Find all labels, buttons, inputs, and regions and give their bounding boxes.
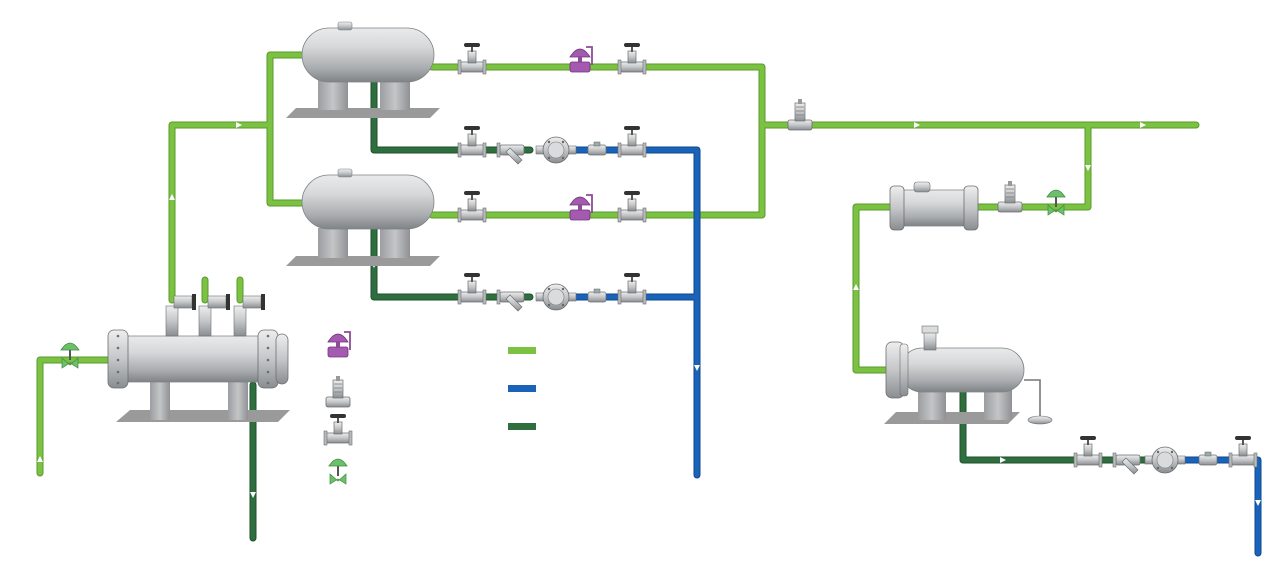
legend-safety-valve-icon xyxy=(325,375,351,408)
upper-vessel xyxy=(286,21,440,118)
globe-valve-icon[interactable] xyxy=(617,190,647,223)
steam-trap-icon xyxy=(535,283,577,311)
pressure-reducing-valve-icon[interactable] xyxy=(569,194,593,221)
safety-valve-icon[interactable] xyxy=(787,98,813,131)
legend-pressure-reducing-valve-icon xyxy=(327,331,351,358)
control-valve-icon[interactable] xyxy=(60,342,80,369)
sight-glass-icon xyxy=(587,288,607,303)
globe-valve-icon[interactable] xyxy=(617,42,647,75)
right-vessel xyxy=(884,325,1053,425)
globe-valve-icon[interactable] xyxy=(457,42,487,75)
legend xyxy=(323,331,536,485)
y-strainer-icon xyxy=(496,289,525,312)
y-strainer-icon xyxy=(496,142,525,165)
globe-valve-icon[interactable] xyxy=(457,272,487,305)
globe-valve-icon[interactable] xyxy=(617,272,647,305)
flow-arrows xyxy=(37,112,1261,506)
globe-valve-icon[interactable] xyxy=(617,125,647,158)
right-small-exchanger xyxy=(889,181,979,231)
legend-control-valve-icon xyxy=(328,458,348,485)
sight-glass-icon xyxy=(587,141,607,156)
globe-valve-icon[interactable] xyxy=(457,190,487,223)
steam-trap-icon xyxy=(1144,446,1186,474)
globe-valve-icon[interactable] xyxy=(1228,435,1258,468)
condensate-pipes xyxy=(249,76,1154,542)
steam-pipes xyxy=(36,51,1200,477)
drain-funnel-icon xyxy=(1027,415,1053,425)
legend-globe-valve-icon xyxy=(323,413,353,446)
legend-return-line xyxy=(508,385,536,392)
steam-trap-icon xyxy=(535,136,577,164)
safety-valve-icon[interactable] xyxy=(997,180,1023,213)
sight-glass-icon xyxy=(1198,451,1218,466)
y-strainer-icon xyxy=(1112,452,1141,475)
globe-valve-icon[interactable] xyxy=(1073,435,1103,468)
legend-steam-line xyxy=(508,347,536,354)
pressure-reducing-valve-icon[interactable] xyxy=(569,46,593,73)
control-valve-icon[interactable] xyxy=(1046,189,1066,216)
legend-condensate-line xyxy=(508,423,536,430)
left-heat-exchanger xyxy=(107,294,290,422)
globe-valve-icon[interactable] xyxy=(457,125,487,158)
lower-vessel xyxy=(286,168,440,266)
